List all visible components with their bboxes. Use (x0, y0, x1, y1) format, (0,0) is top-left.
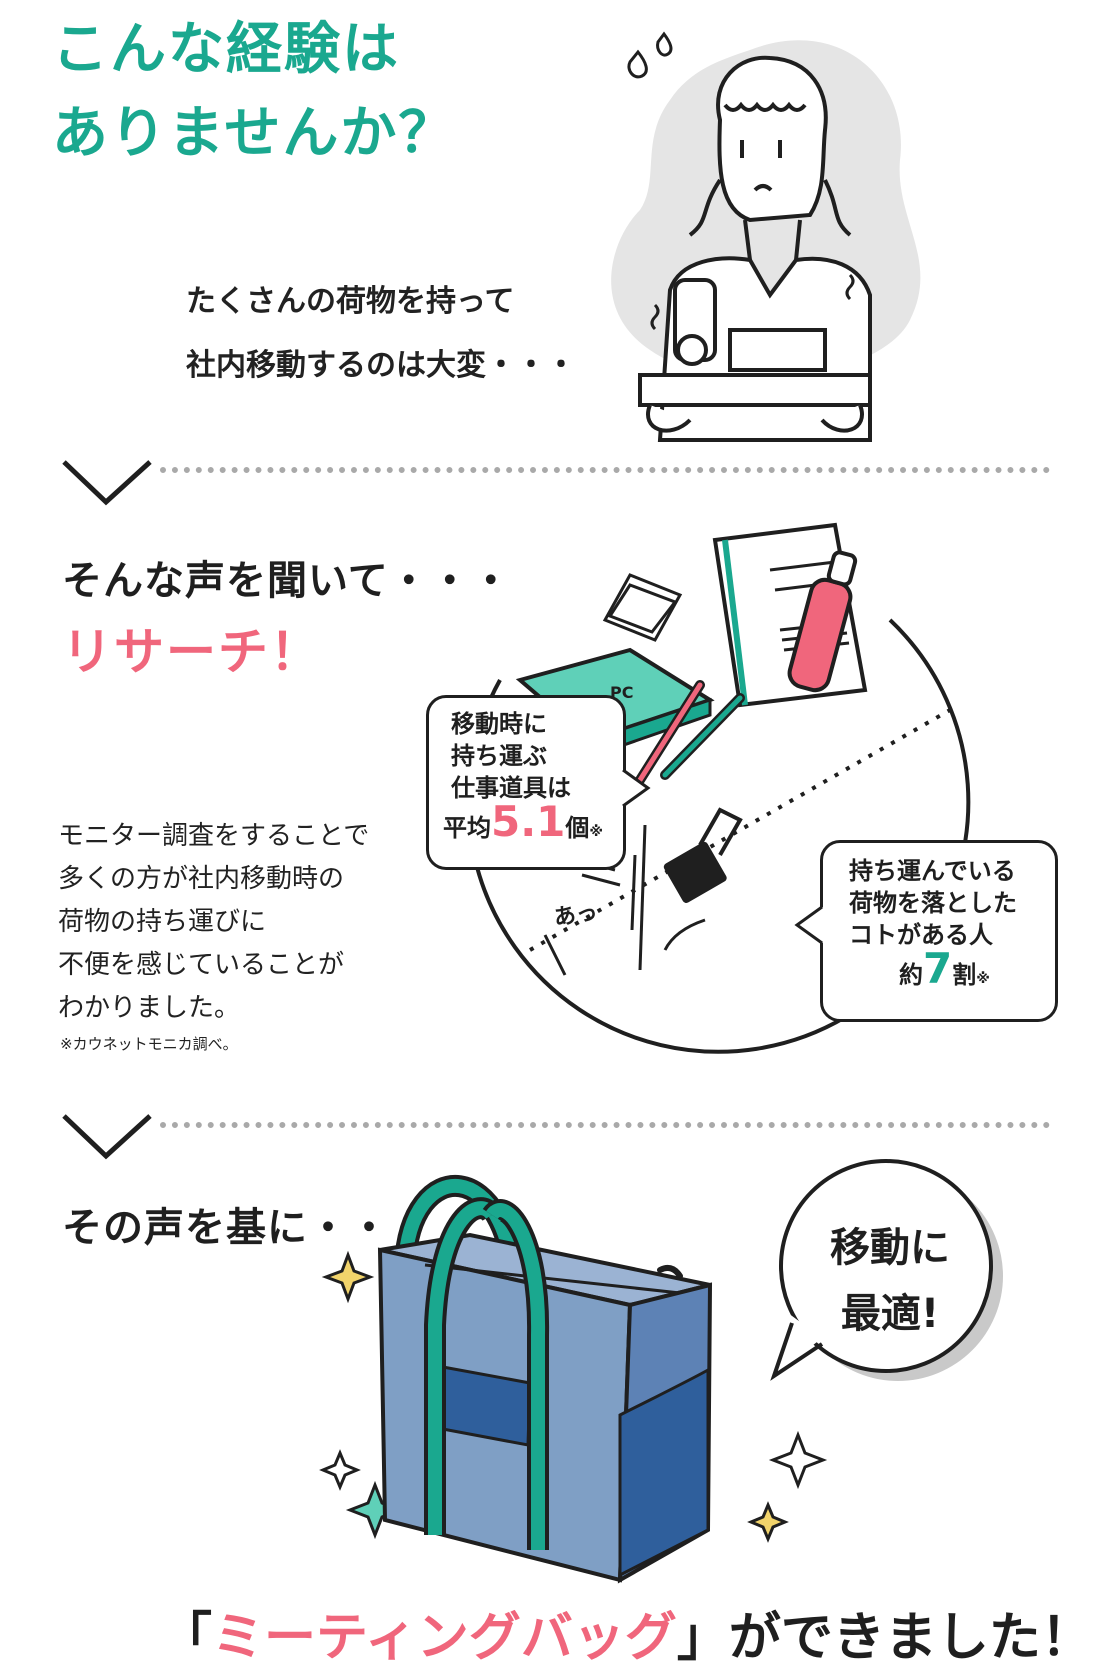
face (716, 55, 828, 223)
title-line-1: こんな経験は (52, 17, 400, 82)
bubble1-prefix: 平均 (443, 814, 491, 842)
dotted-divider (160, 1122, 1050, 1128)
bag-zipper (424, 1263, 681, 1295)
sparkle-icon (747, 1501, 789, 1543)
sparkle-icon (319, 1449, 361, 1491)
bubble1-line-2: 持ち運ぶ (451, 742, 547, 770)
page-title: こんな経験は ありませんか？ (52, 8, 456, 176)
plastic-bottle-icon (787, 550, 858, 693)
bubble1-mark: ※ (589, 824, 604, 840)
survey-note: ※カウネットモニカ調べ。 (60, 1035, 238, 1053)
research-body-line-5: わかりました。 (58, 993, 241, 1023)
chevron-down-icon (62, 460, 152, 506)
final-open-bracket: 「 (160, 1608, 213, 1668)
tray (638, 373, 872, 407)
sparkle-icon (321, 1250, 375, 1304)
bubble-line-2: 最適! (840, 1291, 940, 1337)
hair-sides (688, 178, 852, 237)
exclamation-text: あっ (552, 900, 599, 931)
title-line-2: ありませんか？ (52, 101, 457, 166)
shaking-lines-icon (650, 273, 855, 331)
product-name: ミーティングバッグ (212, 1608, 677, 1668)
hands (646, 404, 864, 433)
bubble1-value: 5.1 (491, 797, 566, 846)
bubble-circle (779, 1159, 993, 1373)
handle-front-right (486, 1203, 546, 1550)
stat-bubble-dropped: 持ち運んでいる 荷物を落とした コトがある人 約7割※ (820, 840, 1058, 1022)
result-heading: その声を基に・・・ (62, 1205, 431, 1251)
meeting-bag-illustration (319, 1174, 828, 1584)
intro-line-1: たくさんの荷物を持って (186, 284, 515, 319)
bubble-tail (774, 1313, 822, 1376)
mouth (753, 184, 773, 192)
sticky-notes-icon (602, 573, 683, 642)
research-body-line-2: 多くの方が社内移動時の (58, 864, 345, 894)
research-body: モニター調査をすることで 多くの方が社内移動時の 荷物の持ち運びに 不便を感じて… (58, 815, 369, 1030)
sparkle-icon (768, 1430, 828, 1490)
chevron-down-icon (62, 1114, 152, 1160)
binder-clip-icon (663, 807, 743, 903)
bubble1-line-3: 仕事道具は (451, 774, 571, 802)
mug (676, 334, 708, 366)
falling-motion-lines (543, 824, 706, 976)
bubble-text: 移動に 最適! (810, 1215, 970, 1347)
bubble2-unit: 割 (952, 961, 977, 989)
dashed-split-line (529, 708, 951, 952)
bag-side-pocket (618, 1367, 710, 1578)
pens-icon (635, 680, 745, 785)
bubble2-line-1: 持ち運んでいる (849, 857, 1016, 885)
bubble1-unit: 個 (565, 814, 590, 842)
worried-woman-illustration (611, 31, 921, 442)
sweat-drops-icon (627, 31, 673, 79)
intro-line-2: 社内移動するのは大変・・・ (186, 348, 576, 383)
bubble2-prefix: 約 (899, 961, 923, 989)
bubble2-tail (794, 905, 823, 945)
bubble1-tail (622, 768, 651, 808)
bubble2-line-3: コトがある人 (849, 921, 993, 949)
dotted-divider (160, 467, 1050, 473)
research-body-line-1: モニター調査をすることで (58, 821, 370, 851)
research-body-line-3: 荷物の持ち運びに (58, 907, 267, 937)
research-highlight: リサーチ！ (62, 623, 322, 681)
final-suffix: 」ができました！ (676, 1608, 1093, 1668)
bubble-line-1: 移動に (830, 1225, 950, 1271)
stack-of-papers (728, 328, 827, 372)
round-speech-bubble (770, 1159, 1003, 1381)
final-message: 「ミーティングバッグ」ができました！ (160, 1595, 1093, 1670)
bangs (723, 101, 807, 112)
intro-text: たくさんの荷物を持って 社内移動するのは大変・・・ (186, 270, 576, 398)
research-heading: そんな声を聞いて・・・ (62, 558, 512, 604)
zipper-pull (657, 1265, 683, 1279)
research-body-line-4: 不便を感じていることが (58, 950, 345, 980)
neck (743, 219, 802, 261)
bubble2-mark: ※ (976, 971, 990, 987)
bubble2-line-2: 荷物を落とした (849, 889, 1017, 917)
stat-bubble-tools: 移動時に 持ち運ぶ 仕事道具は 平均5.1個※ (426, 695, 626, 870)
bubble2-value: 7 (923, 944, 953, 993)
bubble1-line-1: 移動時に (451, 710, 547, 738)
